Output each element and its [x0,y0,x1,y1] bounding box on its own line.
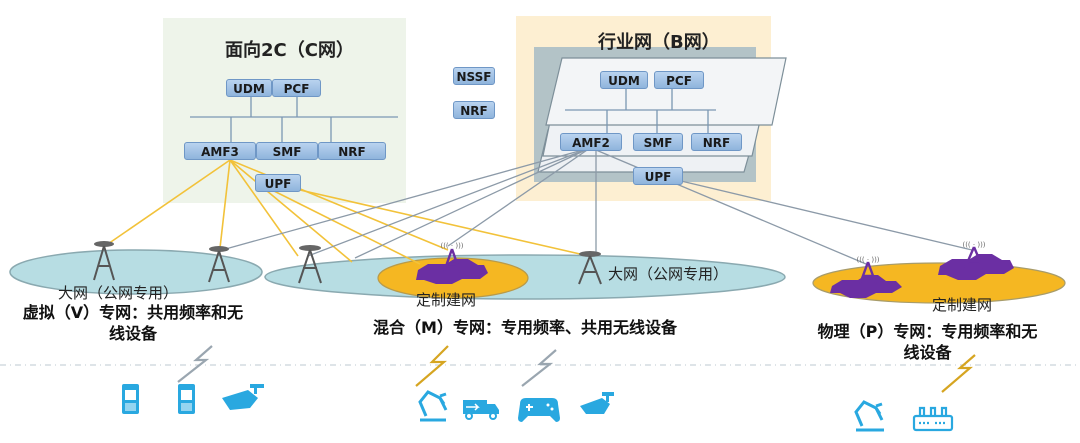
lightning-icon [521,349,557,387]
physical-caption-line-1: 物理（P）专网：专用频率和无 [817,322,1038,341]
c-udm-node: UDM [226,79,272,97]
physical-devices [854,400,954,432]
c-upf-node: UPF [255,174,301,192]
c-network-links [104,159,581,265]
cell-tower-icon [298,245,322,284]
small-cell-tower-icon: ((( · ))) [856,256,880,285]
b-pcf-node: PCF [654,71,704,89]
hybrid-devices [418,390,614,422]
b-upf-node: UPF [633,167,683,185]
virtual-caption-line-2: 线设备 [108,324,157,343]
shared-nssf-node: NSSF [453,67,495,85]
virtual-network-caption: 虚拟（V）专网：共用频率和无 线设备 [8,302,258,344]
svg-text:((( · ))): ((( · ))) [962,241,985,249]
lightning-icon [415,345,449,387]
b-network-title: 行业网（B网） [598,32,720,53]
mobile-phone-icon [178,384,195,414]
public-area-left [9,249,263,295]
cell-tower-icon [208,246,230,283]
delivery-truck-icon [463,400,499,420]
virtual-devices [122,384,264,414]
b-nrf-node: NRF [691,133,742,151]
c-nrf-node: NRF [318,142,386,160]
robot-arm-icon [854,400,884,432]
small-cell-tower-icon: ((( · ))) [440,242,464,273]
c-pcf-node: PCF [272,79,321,97]
custom-area-mid-label: 定制建网 [416,291,477,309]
wireless-link-icons [177,345,976,393]
surveillance-camera-icon [222,384,264,410]
shared-nrf-node: NRF [453,101,495,119]
svg-text:((( · ))): ((( · ))) [440,242,463,250]
custom-area-right-label: 定制建网 [932,296,993,314]
c-smf-node: SMF [256,142,318,160]
custom-coverage-blobs [416,254,1014,298]
physical-caption-line-2: 线设备 [903,343,952,362]
lightning-icon [941,354,976,393]
router-icon [912,406,954,432]
b-amf2-node: AMF2 [560,133,622,151]
surveillance-camera-icon [580,392,614,414]
game-controller-icon [518,398,560,422]
c-amf3-node: AMF3 [184,142,256,160]
b-udm-node: UDM [600,71,648,89]
cell-tower-icon [578,251,602,285]
physical-network-caption: 物理（P）专网：专用频率和无 线设备 [790,321,1065,363]
c-network-bus [190,97,398,143]
mobile-phone-icon [122,384,139,414]
virtual-caption-line-1: 虚拟（V）专网：共用频率和无 [22,303,244,322]
public-area-mid-label: 大网（公网专用） [608,265,729,283]
robot-arm-icon [418,390,448,422]
cell-tower-icon [93,241,115,281]
small-cell-tower-icon: ((( · ))) [962,241,986,269]
b-smf-node: SMF [633,133,683,151]
public-area-left-label: 大网（公网专用） [58,284,179,302]
b-network-bus [565,87,716,133]
hybrid-network-caption: 混合（M）专网：专用频率、共用无线设备 [373,318,677,337]
c-network-panel [163,18,406,203]
svg-text:((( · ))): ((( · ))) [856,256,879,264]
c-network-title: 面向2C（C网） [225,40,354,61]
lightning-icon [177,345,213,383]
